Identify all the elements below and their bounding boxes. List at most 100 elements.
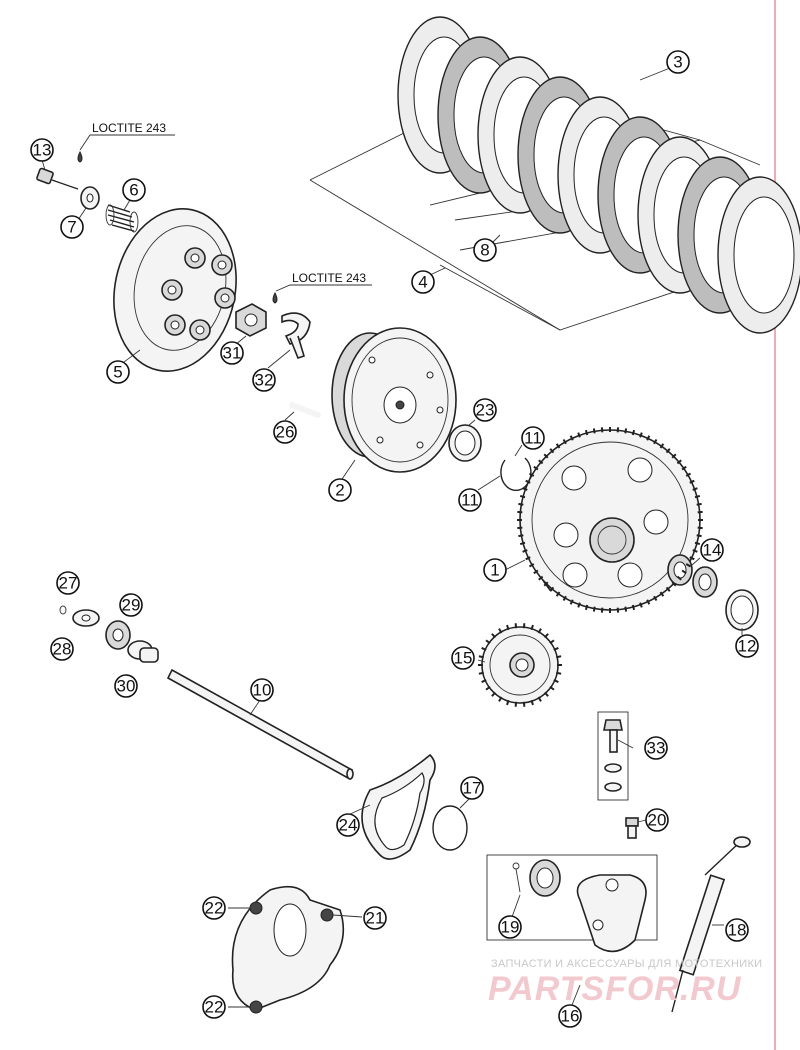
gear-tooth (485, 685, 491, 691)
gear-tooth (506, 699, 510, 706)
svg-text:13: 13 (33, 141, 52, 160)
gear-tooth (543, 453, 549, 459)
callout-4: 4 (411, 270, 435, 294)
gear-tooth (681, 569, 687, 575)
gear-tooth (553, 647, 559, 651)
o-ring-17 (432, 805, 468, 851)
clutch-cover-21 (228, 885, 363, 1014)
callout-33: 33 (644, 736, 668, 760)
svg-text:1: 1 (490, 561, 499, 580)
gear-tooth (653, 438, 658, 445)
gear-tooth (569, 435, 574, 441)
gear-tooth (562, 438, 567, 445)
gear-tooth (506, 624, 510, 631)
svg-text:7: 7 (67, 218, 76, 237)
loctite-note-1: LOCTITE 243 (92, 121, 166, 135)
spring-6 (105, 204, 139, 233)
callout-28: 28 (50, 637, 74, 661)
gear-tooth (584, 429, 589, 436)
gear-tooth (525, 479, 531, 484)
callout-20: 20 (645, 808, 669, 832)
gear-tooth (694, 541, 701, 546)
callout-11b: 11 (458, 488, 482, 512)
svg-text:5: 5 (113, 363, 122, 382)
needle-bearings-14 (667, 554, 718, 598)
gear-tooth (498, 628, 503, 634)
gear-tooth (671, 453, 677, 459)
svg-text:30: 30 (117, 677, 136, 696)
gear-tooth (481, 647, 487, 651)
gear-tooth (530, 699, 534, 706)
gear-tooth (665, 448, 671, 454)
svg-text:27: 27 (59, 574, 78, 593)
callout-13: 13 (30, 138, 54, 162)
gear-tooth (676, 459, 682, 465)
svg-text:29: 29 (122, 596, 141, 615)
gear-tooth (537, 696, 542, 702)
gear-tooth (685, 472, 692, 477)
gear-tooth (549, 685, 555, 691)
gear-tooth (659, 443, 665, 449)
callout-24: 24 (336, 813, 360, 837)
gear-tooth (639, 602, 643, 608)
gear-tooth (553, 679, 559, 683)
bleed-syringe-18 (671, 836, 751, 1013)
screw-13 (36, 167, 79, 190)
gear-tooth (639, 432, 643, 438)
gear-tooth (631, 429, 636, 436)
gear-tooth (549, 586, 555, 592)
callout-18: 18 (725, 918, 749, 942)
gear-tooth (538, 575, 544, 581)
callout-10: 10 (250, 678, 274, 702)
gear-tooth (549, 639, 555, 645)
gear-tooth (522, 701, 526, 707)
clutch-disc-bore (733, 196, 795, 314)
svg-text:3: 3 (673, 53, 682, 72)
callout-1: 1 (483, 558, 507, 582)
svg-text:6: 6 (129, 181, 138, 200)
gear-tooth (689, 479, 695, 484)
clutch-hub-2 (331, 327, 457, 473)
gear-tooth (624, 606, 628, 612)
small-parts-27-30 (59, 605, 159, 663)
svg-text:8: 8 (480, 241, 489, 260)
gear-tooth (478, 655, 485, 659)
callout-26: 26 (273, 420, 297, 444)
gear-tooth (555, 443, 561, 449)
gear-tooth (519, 541, 526, 546)
callout-3: 3 (666, 50, 690, 74)
gear-tooth (537, 628, 542, 634)
gear-tooth (555, 671, 562, 675)
gear-tooth (525, 556, 531, 561)
gear-tooth (692, 549, 698, 553)
svg-text:24: 24 (339, 816, 358, 835)
loctite-note-2: LOCTITE 243 (292, 271, 366, 285)
callout-17: 17 (460, 776, 484, 800)
svg-text:32: 32 (255, 371, 274, 390)
gear-tooth (485, 639, 491, 645)
callout-8: 8 (473, 238, 497, 262)
svg-text:18: 18 (728, 921, 747, 940)
gear-tooth (692, 487, 698, 491)
gear-tooth (681, 465, 687, 471)
gear-tooth (528, 563, 535, 568)
lock-washer-32 (281, 312, 311, 359)
gear-tooth (544, 691, 549, 697)
callout-21: 21 (363, 906, 387, 930)
gear-tooth (584, 604, 589, 611)
gear-tooth (514, 623, 518, 629)
gear-tooth (538, 459, 544, 465)
callout-15: 15 (451, 646, 475, 670)
gear-tooth (518, 534, 524, 538)
gear-tooth (676, 575, 682, 581)
gear-tooth (696, 502, 702, 506)
gear-tooth (696, 534, 702, 538)
gear-tooth (522, 549, 528, 553)
loctite-drop-icon (77, 150, 83, 163)
gear-tooth (577, 432, 581, 438)
callout-11a: 11 (521, 426, 545, 450)
gear-tooth (569, 599, 574, 605)
svg-text:23: 23 (476, 401, 495, 420)
gear-tooth (653, 595, 658, 602)
gear-tooth (555, 591, 561, 597)
